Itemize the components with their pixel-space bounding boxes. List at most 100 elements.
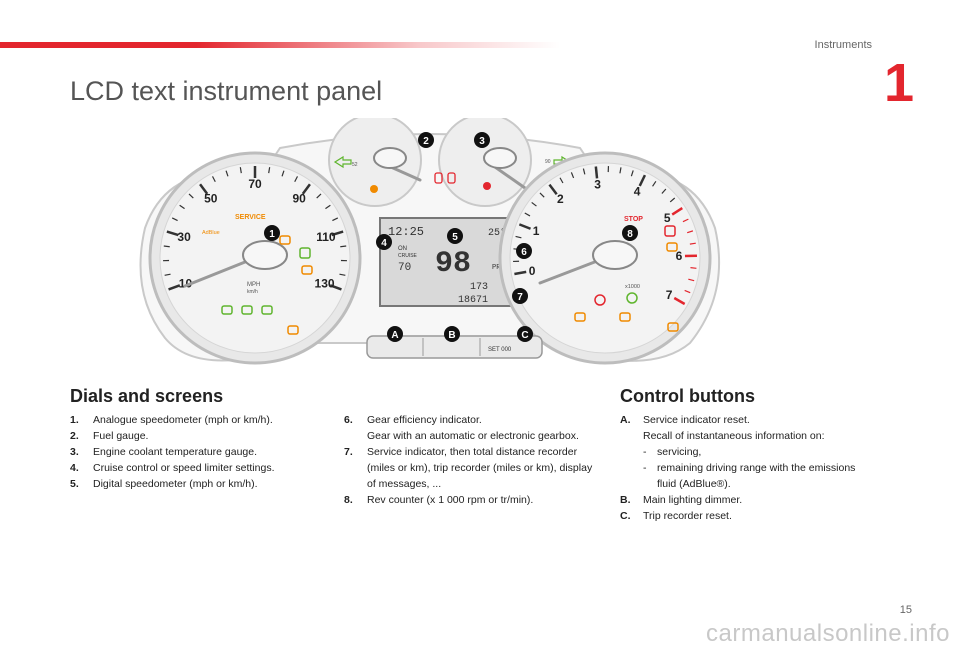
lcd-digital-speed: 98 [435,247,471,281]
rev-counter-tick [582,168,586,175]
callout-marker-label: B [448,330,455,341]
tell-tale-green-5 [626,292,638,304]
rev-counter-label: 7 [666,288,673,302]
lcd-set-speed: 70 [398,262,411,274]
speedometer-tick [188,193,194,199]
speedometer-tick [239,167,242,174]
callout-marker-label: 2 [423,136,429,147]
rev-counter-tick [652,181,657,187]
rev-counter-tick [548,183,558,195]
callout-marker-label: 8 [627,229,633,240]
service-warning-label: SERVICE [235,214,266,221]
speedometer-tick [329,284,342,291]
callout-marker-label: 5 [452,232,458,243]
rev-hub [592,240,638,270]
speedometer-label: 10 [179,276,193,290]
rev-counter-label: 3 [594,177,601,191]
tell-tale-orange-4 [574,312,586,322]
list-item: 2.Fuel gauge. [70,430,149,442]
callout-marker-label: C [521,330,528,341]
speedometer-tick [164,273,171,276]
list-item: 8.Rev counter (x 1 000 rpm or tr/min). [344,494,534,506]
tell-tale-orange-7 [666,242,678,252]
dials-list-1: 1.Analogue speedometer (mph or km/h). 2.… [70,412,320,492]
rev-counter-tick [539,192,545,198]
speedometer-tick [340,245,347,248]
speedometer-tick [225,170,229,177]
speedometer-tick [281,170,285,177]
seatbelt-warning [434,172,443,184]
dials-list-2: 6.Gear efficiency indicator.Gear with an… [344,412,596,508]
lcd-cruise-label: CRUISE [398,253,418,259]
speedometer-label: 30 [177,230,191,244]
tell-tale-red-1 [594,294,606,306]
speedometer-tick [331,230,344,237]
controls-list: A. Service indicator reset.Recall of ins… [620,412,860,524]
speedometer-label: 110 [316,230,336,244]
rev-counter-tick [688,278,695,282]
callout-marker-label: A [391,330,398,341]
fuel-scale-high: 90 [545,159,551,165]
adblue-label: AdBlue [202,230,220,236]
rev-counter-label: 5 [664,211,671,225]
rev-counter-tick [682,218,689,223]
callout-marker-label: 1 [269,229,275,240]
speedometer-tick [316,193,322,199]
rev-counter-tick [671,207,683,216]
speedometer-tick [301,183,311,195]
callout-marker-7 [512,288,528,304]
rev-counter-tick [619,167,622,174]
speedometer-hub [242,240,288,270]
top-accent-bar [0,42,560,48]
speedometer-tick [268,167,271,174]
tell-tale-orange-2 [287,325,299,335]
rev-counter-tick [524,212,531,217]
speedometer-tick [339,273,346,276]
speedometer-label: 90 [293,192,307,206]
rev-counter-label: 0 [529,264,536,278]
callout-marker-1 [264,225,280,241]
callout-marker-label: 7 [517,292,523,303]
page-title: LCD text instrument panel [70,76,383,106]
rev-unit-label: x1000 [625,284,640,290]
callout-marker-label: 4 [381,238,387,249]
list-item: 3.Engine coolant temperature gauge. [70,446,258,458]
speedometer-needle [183,256,257,288]
rev-counter-tick [690,267,697,269]
callout-marker-c [517,326,533,342]
callout-marker-2 [418,132,434,148]
fuel-warning-light [370,185,378,193]
rev-counter-tick [673,296,686,306]
speedometer-ticks [163,166,347,291]
rev-counter-tick [514,270,527,276]
speedometer-tick [168,284,181,291]
page-number: 15 [899,604,912,616]
callout-marker-5 [447,228,463,244]
watermark: carmanualsonline.info [706,620,950,647]
fuel-scale-low: 52 [352,162,358,168]
rev-counter-tick [638,174,647,187]
rev-counter-tick [531,201,537,207]
rev-counter-tick [630,170,634,177]
speedometer-tick [199,183,209,195]
rev-counter-tick [669,197,676,203]
chapter-number: 1 [883,53,914,113]
seatbelt-warning-2 [447,172,456,184]
speedometer-tick [332,217,339,222]
rev-counter-tick [684,289,691,294]
rev-stop-label: STOP [624,216,643,223]
lcd-time: 12:25 [388,225,424,239]
callout-marker-8 [622,225,638,241]
rev-counter-tick [559,177,564,184]
rev-counter-tick [661,188,667,194]
rev-counter-tick [570,172,575,179]
rev-counter-label: 2 [557,192,564,206]
list-item: A. Service indicator reset.Recall of ins… [620,414,856,490]
button-c-label: SET 000 [488,347,512,353]
rev-counter-tick [515,235,522,239]
list-item: 7.Service indicator, then total distance… [344,446,593,490]
tell-tale-green-2 [221,305,233,315]
